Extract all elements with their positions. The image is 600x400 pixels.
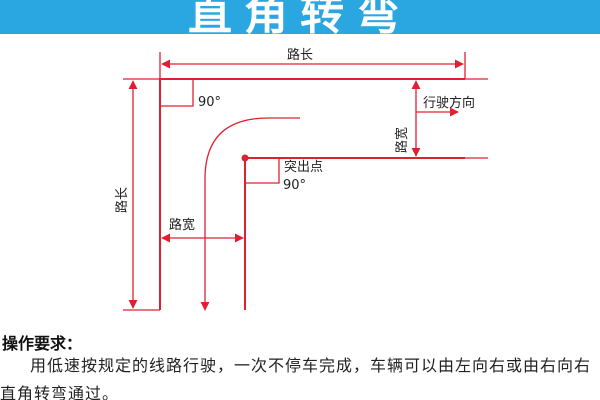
- right-angle-turn-diagram: 路长 路长 路宽 行驶方向 路宽 90° 90° 突出点: [114, 47, 488, 311]
- road-length-left-label: 路长: [114, 187, 130, 213]
- title-banner: 直角转弯: [0, 0, 600, 34]
- requirements-text: 用低速按规定的线路行驶，一次不停车完成，车辆可以由左向右或由右向右直角转弯通过。: [0, 356, 592, 400]
- outer-road-edge: [159, 78, 465, 310]
- outer-angle-label: 90°: [198, 95, 221, 110]
- direction-label: 行驶方向: [423, 95, 475, 111]
- inner-right-angle-marker: [245, 158, 280, 184]
- protrusion-point-label: 突出点: [284, 159, 323, 175]
- road-width-right-label: 路宽: [394, 127, 410, 153]
- banner-title: 直角转弯: [188, 0, 412, 34]
- outer-right-angle-marker: [160, 79, 194, 107]
- turning-path: [200, 117, 300, 311]
- inner-angle-label: 90°: [283, 178, 306, 193]
- road-width-bottom-label: 路宽: [169, 217, 195, 233]
- protrusion-point-dot: [241, 154, 249, 162]
- requirements-heading: 操作要求：: [2, 334, 83, 353]
- inner-road-edge: [244, 157, 465, 310]
- extension-lines: [123, 52, 488, 311]
- road-length-top-label: 路长: [287, 47, 313, 63]
